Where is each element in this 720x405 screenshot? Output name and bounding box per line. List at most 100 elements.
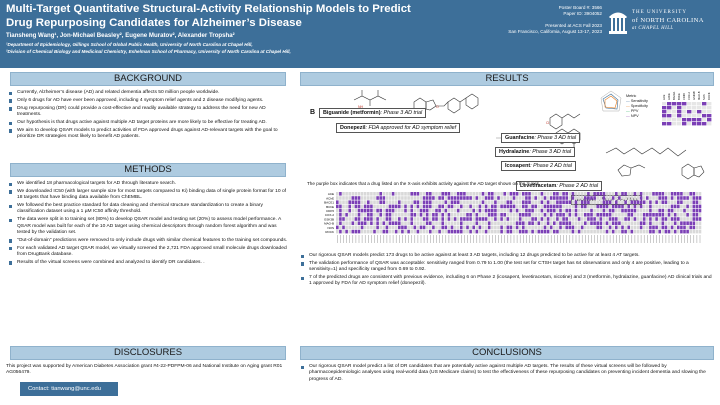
heatmap-cell (354, 229, 358, 234)
heatmap-cell (351, 229, 355, 234)
heatmap-cell (642, 225, 646, 230)
heatmap-cell (670, 192, 674, 196)
heatmap-cell (556, 196, 559, 200)
heatmap-cell (357, 229, 361, 234)
heatmap-cell (336, 192, 339, 196)
heatmap-cell (652, 204, 655, 209)
heatmap-cell (667, 192, 671, 196)
mini-grid-cell (697, 122, 702, 126)
heatmap-cell (416, 229, 420, 234)
heatmap-cell (537, 229, 541, 234)
heatmap-cell (664, 192, 668, 196)
heatmap-cell (339, 204, 342, 209)
heatmap-cell (413, 221, 417, 225)
heatmap-cell (456, 204, 460, 209)
drug-label-donepezil: Donepezil: FDA approved for AD symptom r… (336, 123, 461, 133)
heatmap-cell (630, 196, 634, 200)
bullet-item: We followed the best practice standard f… (8, 203, 288, 216)
heatmap-cell (686, 204, 689, 209)
heatmap-cell (642, 200, 646, 204)
heatmap-cell (425, 213, 429, 217)
heatmap-cell (398, 200, 401, 204)
heatmap-cell (593, 229, 596, 234)
heatmap-cell (605, 200, 609, 204)
heatmap-cell (642, 204, 646, 209)
heatmap-cell (450, 229, 454, 234)
contact-email[interactable]: Contact: tianwang@unc.edu (20, 382, 118, 396)
heatmap-cell (382, 225, 386, 230)
heatmap-cell (475, 225, 479, 230)
heatmap-cell (410, 208, 413, 213)
heatmap-cell (435, 217, 438, 221)
heatmap-cell (596, 204, 599, 209)
heatmap-cell (345, 200, 348, 204)
heatmap-cell (453, 229, 457, 234)
legend-item-npv: — NPV (626, 114, 639, 118)
heatmap-cell (677, 217, 680, 221)
heatmap-cell (342, 196, 345, 200)
heatmap-cell (633, 221, 637, 225)
mini-grid-cell (677, 122, 682, 126)
heatmap-cell (494, 208, 497, 213)
heatmap-cell (398, 229, 401, 234)
heatmap-cell (549, 229, 553, 234)
heatmap-cell (568, 208, 572, 213)
poster-title: Multi-Target Quantitative Structural-Act… (6, 3, 476, 30)
heatmap-cell (435, 213, 438, 217)
heatmap-cell (618, 204, 621, 209)
mini-grid-cell (707, 114, 712, 118)
heatmap-cell (438, 204, 441, 209)
heatmap-cell (509, 208, 513, 213)
heatmap-cell (438, 208, 441, 213)
heatmap-cell (456, 225, 460, 230)
heatmap-cell (608, 221, 612, 225)
heatmap-cell (568, 196, 572, 200)
heatmap-cell (453, 217, 457, 221)
heatmap-cell (559, 208, 562, 213)
heatmap-cell (370, 225, 373, 230)
mini-grid-cell (687, 118, 692, 122)
heatmap-cell (484, 221, 488, 225)
heatmap-cell (571, 200, 575, 204)
heatmap-cell (695, 192, 699, 196)
heatmap-cell (416, 208, 420, 213)
heatmap-cell (376, 208, 379, 213)
heatmap-cell (363, 217, 367, 221)
heatmap-cell (438, 200, 441, 204)
heatmap-cell (422, 225, 426, 230)
heatmap-cell (655, 192, 658, 196)
heatmap-cell (500, 217, 503, 221)
heatmap-cell (512, 213, 516, 217)
heatmap-cell (432, 213, 435, 217)
heatmap-cell (367, 204, 370, 209)
heatmap-cell (565, 196, 568, 200)
heatmap-cell (394, 204, 398, 209)
heatmap-cell (463, 213, 466, 217)
heatmap-target-label: ROCK (325, 230, 334, 234)
heatmap-cell (432, 200, 435, 204)
heatmap-cell (615, 217, 618, 221)
heatmap-cell (401, 200, 404, 204)
heatmap-cell (429, 192, 432, 196)
heatmap-cell (680, 204, 683, 209)
heatmap-cell (478, 217, 482, 221)
heatmap-cell (698, 225, 702, 230)
poster-board: Poster Board #: 3566 (558, 5, 602, 10)
presented-at: Presented at ACS Fall 2023 (545, 22, 602, 28)
heatmap-cell (425, 217, 429, 221)
heatmap-cell (636, 204, 640, 209)
heatmap-cell (522, 221, 525, 225)
heatmap-cell (556, 192, 559, 196)
heatmap-cell (478, 213, 482, 217)
heatmap-cell (503, 221, 506, 225)
heatmap-cell (432, 204, 435, 209)
heatmap-cell (630, 192, 634, 196)
heatmap-cell (351, 213, 355, 217)
heatmap-cell (553, 221, 556, 225)
mini-grid-cell (702, 106, 707, 110)
heatmap-cell (667, 229, 671, 234)
heatmap-cell (596, 192, 599, 196)
heatmap-cell (587, 217, 590, 221)
heatmap-cell (336, 213, 339, 217)
